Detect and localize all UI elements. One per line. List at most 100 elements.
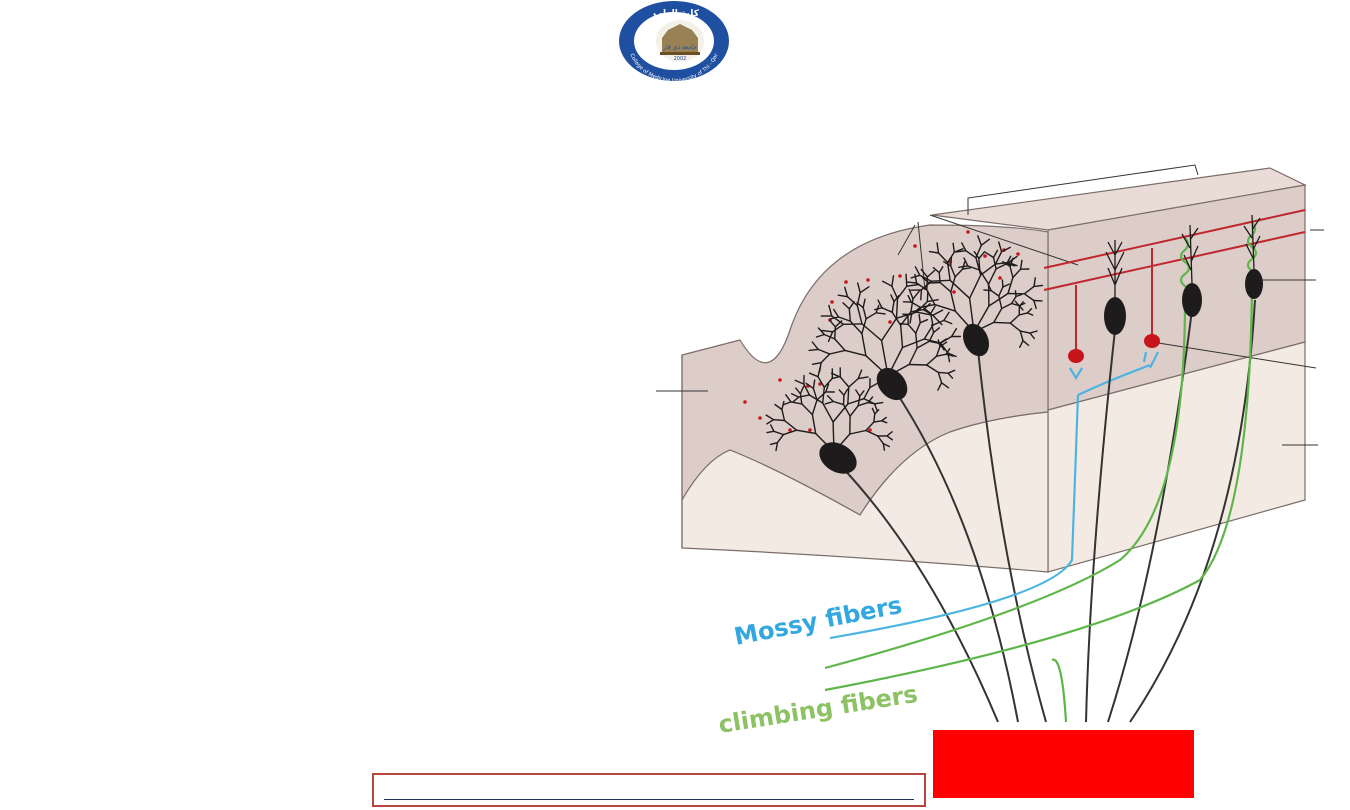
- dendrite-branch: [1001, 279, 1004, 288]
- molecular-dot: [830, 300, 834, 304]
- dendrite-branch: [930, 305, 936, 315]
- dendrite-branch: [926, 269, 936, 278]
- purkinje-cell-5: [1182, 283, 1202, 317]
- purkinje-cell-1: [819, 442, 857, 474]
- dendrite-branch: [919, 303, 936, 308]
- dendrite-branch: [1029, 330, 1038, 334]
- dendrite-branch: [831, 315, 845, 325]
- dendrite-branch: [938, 338, 947, 345]
- dendrite-branch: [937, 382, 943, 391]
- mossy-fibers-label: Mossy fibers: [732, 591, 905, 651]
- college-logo: كلية الطب جامعة ذي قار 2002 College of M…: [619, 1, 729, 84]
- dendrite-branch: [1014, 300, 1021, 308]
- dendrite-branch: [1015, 293, 1023, 298]
- dendrite-branch: [915, 282, 928, 291]
- dendrite-branch: [955, 249, 967, 253]
- dendrite-branch: [811, 341, 819, 351]
- dendrite-branch: [848, 308, 851, 322]
- dendrite-branch: [980, 238, 991, 247]
- dendrite-branch: [847, 398, 865, 405]
- molecular-dot: [808, 428, 812, 432]
- dendrite-branch: [977, 235, 982, 247]
- dendrite-branch: [943, 311, 950, 322]
- dendrite-branch: [828, 304, 833, 317]
- dendrite-branch: [1019, 330, 1031, 334]
- dendrite-branch: [963, 257, 969, 267]
- dendrite-branch: [939, 341, 948, 348]
- dendrite-branch: [772, 419, 786, 422]
- molecular-dot: [1016, 252, 1020, 256]
- dendrite-branch: [935, 345, 941, 357]
- dendrite-branch: [936, 242, 940, 254]
- layer-bracket: [967, 164, 1199, 215]
- dendrite-branch: [953, 248, 964, 253]
- climbing-fiber-1: [824, 299, 1187, 670]
- dendrite-branch: [891, 300, 895, 313]
- dendrite-branch: [874, 307, 883, 311]
- climbing-fiber-3: [1051, 658, 1068, 723]
- dendrite-branch: [1002, 283, 1010, 288]
- dendrite-branch: [947, 352, 957, 358]
- dendrite-branch: [920, 268, 929, 278]
- dendrite-branch: [776, 433, 785, 444]
- dendrite-branch: [823, 377, 833, 389]
- dendrite-branch: [808, 348, 819, 352]
- dendrite-branch: [882, 442, 886, 451]
- dendrite-branch: [961, 267, 972, 270]
- dendrite-branch: [829, 319, 837, 328]
- dendrite-branch: [1006, 255, 1012, 265]
- purkinje-axon-4: [1085, 329, 1116, 723]
- dendrite-branch: [946, 261, 951, 281]
- logo-arabic-center: جامعة ذي قار: [662, 44, 697, 51]
- molecular-dot: [778, 378, 782, 382]
- dendrite-branch: [832, 400, 845, 406]
- dendrite-branch: [865, 312, 877, 320]
- molecular-dot: [998, 276, 1002, 280]
- dendrite-branch: [937, 371, 943, 384]
- dendrite-branch: [1009, 257, 1014, 268]
- dendrite-branch: [830, 372, 841, 378]
- purkinje-dendrites: [765, 235, 1044, 453]
- logo-arabic-top: كلية الطب: [653, 9, 700, 19]
- dendrite-branch: [826, 395, 834, 403]
- dendrite-branch: [912, 290, 920, 300]
- dendrite-branch: [812, 379, 816, 390]
- dendrite-branch: [899, 323, 909, 326]
- dendrite-branch: [947, 369, 956, 374]
- dendrite-branch: [831, 323, 845, 333]
- dendrite-branch: [988, 292, 1009, 307]
- dendrite-branch: [862, 298, 866, 309]
- purkinje-axon-1: [839, 464, 999, 723]
- dendrite-branch: [919, 319, 929, 324]
- dendrite-branch: [862, 306, 867, 320]
- dendrite-branch: [945, 353, 954, 357]
- logo-year: 2002: [674, 56, 687, 62]
- dendrite-branch: [873, 420, 883, 423]
- dendrite-branch: [980, 263, 997, 276]
- dendrite-branch: [849, 320, 863, 335]
- dendrite-branch: [993, 307, 1003, 324]
- molecular-dot: [898, 274, 902, 278]
- molecular-dot: [983, 254, 987, 258]
- dendrite-branch: [998, 286, 1004, 297]
- dendrite-branch: [910, 301, 921, 308]
- dendrite-branch: [880, 420, 888, 424]
- dendrite-branch: [863, 386, 871, 400]
- dendrite-branch: [932, 327, 941, 334]
- dendrite-branch: [932, 319, 945, 326]
- molecular-dot: [952, 290, 956, 294]
- dendrite-branch: [906, 283, 920, 287]
- dendrite-branch: [905, 273, 908, 287]
- dendrite-branch: [795, 387, 802, 395]
- dendrite-branch: [822, 402, 834, 423]
- dendrite-branch: [932, 267, 940, 274]
- dendrite-branch: [1009, 265, 1014, 279]
- dendrite-branch: [844, 349, 867, 357]
- dendrite-branch: [952, 242, 955, 253]
- dendrite-branch: [908, 288, 914, 300]
- dendrite-branch: [937, 339, 941, 348]
- dendrite-branch: [1033, 299, 1037, 310]
- side-dendrite-5: [1181, 224, 1199, 285]
- molecular-dot: [758, 416, 762, 420]
- dendrite-branch: [857, 401, 869, 407]
